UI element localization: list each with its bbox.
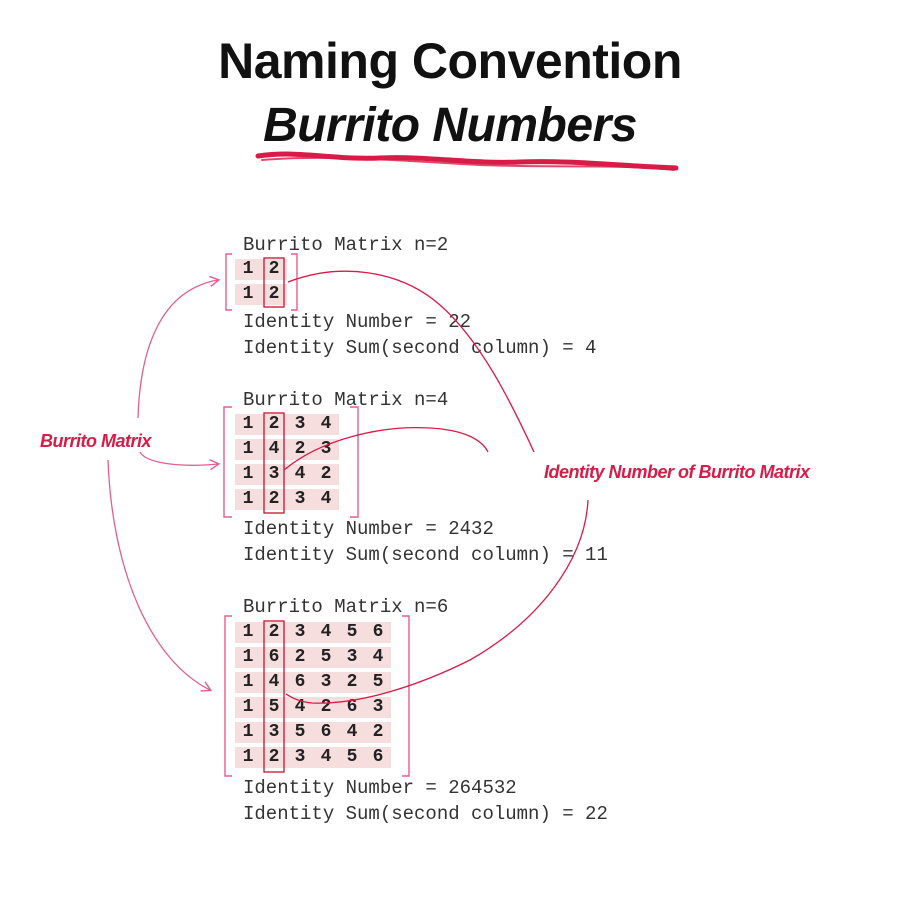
matrix-cell: 1 xyxy=(242,697,254,717)
matrix-cell: 1 xyxy=(242,414,254,434)
matrix-cell: 3 xyxy=(372,697,384,717)
matrix-cell: 4 xyxy=(320,622,332,642)
matrix-cell: 1 xyxy=(242,622,254,642)
arrow-to-n2 xyxy=(137,275,221,419)
matrix-cell: 3 xyxy=(294,489,306,509)
burrito-matrix-label: Burrito Matrix xyxy=(40,431,152,451)
matrix-header-n2: Burrito Matrix n=2 xyxy=(243,234,449,256)
matrix-cell: 6 xyxy=(294,672,306,692)
bracket-right-n2 xyxy=(291,253,298,311)
matrix-cell: 5 xyxy=(346,747,358,767)
matrix-cell: 4 xyxy=(268,672,280,692)
matrix-cell: 3 xyxy=(294,622,306,642)
matrix-cell: 3 xyxy=(320,672,332,692)
bracket-left-n6 xyxy=(224,615,232,777)
matrix-cell: 2 xyxy=(320,697,332,717)
matrix-cell: 3 xyxy=(346,647,358,667)
matrix-header-n4: Burrito Matrix n=4 xyxy=(243,389,449,411)
bracket-right-n4 xyxy=(350,406,359,518)
matrix-cell: 1 xyxy=(242,259,254,279)
identity-number-label: Identity Number of Burrito Matrix xyxy=(544,462,810,482)
page-title: Naming Convention xyxy=(218,33,682,89)
matrix-cell: 4 xyxy=(320,489,332,509)
matrix-cell: 2 xyxy=(268,259,280,279)
matrix-cell: 2 xyxy=(294,647,306,667)
matrix-cell: 2 xyxy=(372,722,384,742)
matrix-cell: 3 xyxy=(294,414,306,434)
arrow-to-n4 xyxy=(139,451,221,471)
identity-sum-n4: Identity Sum(second column) = 11 xyxy=(243,544,608,566)
matrix-cell: 6 xyxy=(268,647,280,667)
identity-number-n4: Identity Number = 2432 xyxy=(243,518,494,540)
matrix-cell: 1 xyxy=(242,284,254,304)
identity-number-n6: Identity Number = 264532 xyxy=(243,777,517,799)
bracket-right-n6 xyxy=(402,615,410,777)
matrix-cell: 4 xyxy=(346,722,358,742)
matrix-cell: 6 xyxy=(320,722,332,742)
matrix-cell: 3 xyxy=(320,439,332,459)
matrix-cell: 2 xyxy=(268,489,280,509)
matrix-cell: 4 xyxy=(320,747,332,767)
matrix-header-n6: Burrito Matrix n=6 xyxy=(243,596,449,618)
arrow-to-n6 xyxy=(107,459,213,692)
matrix-cell: 4 xyxy=(372,647,384,667)
identity-sum-n2: Identity Sum(second column) = 4 xyxy=(243,337,597,359)
matrix-cell: 2 xyxy=(268,284,280,304)
matrix-cell: 2 xyxy=(346,672,358,692)
identity-number-n2: Identity Number = 22 xyxy=(243,311,472,333)
matrix-cell: 1 xyxy=(242,439,254,459)
matrix-cell: 4 xyxy=(294,464,306,484)
title-underline xyxy=(255,151,679,171)
matrix-cell: 5 xyxy=(346,622,358,642)
matrix-cell: 5 xyxy=(372,672,384,692)
matrix-cell: 5 xyxy=(294,722,306,742)
matrix-cell: 3 xyxy=(268,464,280,484)
matrix-cell: 4 xyxy=(320,414,332,434)
matrix-cell: 2 xyxy=(268,414,280,434)
matrix-cell: 4 xyxy=(268,439,280,459)
matrix-cell: 2 xyxy=(268,747,280,767)
matrix-cell: 6 xyxy=(372,622,384,642)
matrix-cell: 1 xyxy=(242,647,254,667)
bracket-left-n2 xyxy=(225,253,232,311)
matrix-cell: 3 xyxy=(268,722,280,742)
matrix-cell: 2 xyxy=(320,464,332,484)
title-underline-stroke-2 xyxy=(261,156,675,171)
matrix-cell: 2 xyxy=(268,622,280,642)
matrix-cell: 3 xyxy=(294,747,306,767)
matrix-cell: 1 xyxy=(242,489,254,509)
matrix-cell: 5 xyxy=(268,697,280,717)
matrix-cell: 6 xyxy=(346,697,358,717)
identity-sum-n6: Identity Sum(second column) = 22 xyxy=(243,803,608,825)
matrix-cell: 1 xyxy=(242,722,254,742)
matrix-cell: 2 xyxy=(294,439,306,459)
bracket-left-n4 xyxy=(223,406,232,518)
matrix-cell: 4 xyxy=(294,697,306,717)
matrix-cell: 1 xyxy=(242,672,254,692)
matrix-cell: 1 xyxy=(242,464,254,484)
page-subtitle: Burrito Numbers xyxy=(263,99,637,152)
matrix-cell: 5 xyxy=(320,647,332,667)
matrix-cell: 1 xyxy=(242,747,254,767)
matrix-cell: 6 xyxy=(372,747,384,767)
